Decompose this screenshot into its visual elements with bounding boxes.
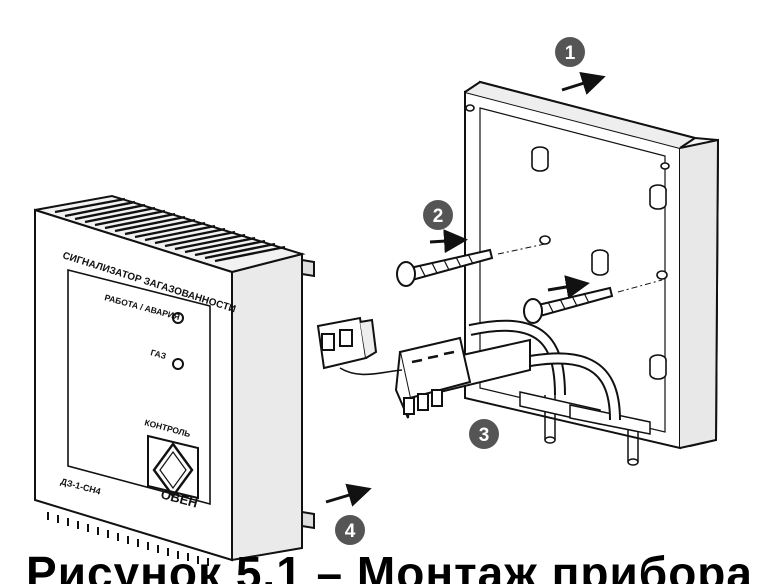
step-badge <box>555 37 585 67</box>
terminal-block-large <box>394 336 472 419</box>
step-2: 2 <box>423 200 468 254</box>
step-number: 2 <box>433 206 444 227</box>
back-plate <box>464 80 720 466</box>
led-gas-icon <box>172 358 184 370</box>
step-number: 1 <box>565 43 576 64</box>
vent-ribs-bottom <box>47 512 209 566</box>
step-number: 4 <box>345 521 356 542</box>
figure-caption: Рисунок 5.1 – Монтаж прибора <box>26 547 753 584</box>
step-1: 1 <box>555 37 606 95</box>
control-button <box>147 434 199 500</box>
connector-plug <box>316 316 403 376</box>
led-work-icon <box>172 312 184 324</box>
indicator-gas-label: ГАЗ <box>149 347 167 361</box>
plate-boss <box>465 104 670 380</box>
step-3: 3 <box>469 419 499 449</box>
step-number: 3 <box>479 425 490 446</box>
device-housing <box>34 194 315 566</box>
step-badge <box>423 200 453 230</box>
step-4: 4 <box>325 483 372 545</box>
step-2-arrow-lower <box>547 275 590 299</box>
step-badge <box>469 419 499 449</box>
cable-assembly <box>316 316 621 421</box>
step-badge <box>335 515 365 545</box>
vent-ribs-top <box>54 197 286 263</box>
screw-upper <box>396 243 546 287</box>
